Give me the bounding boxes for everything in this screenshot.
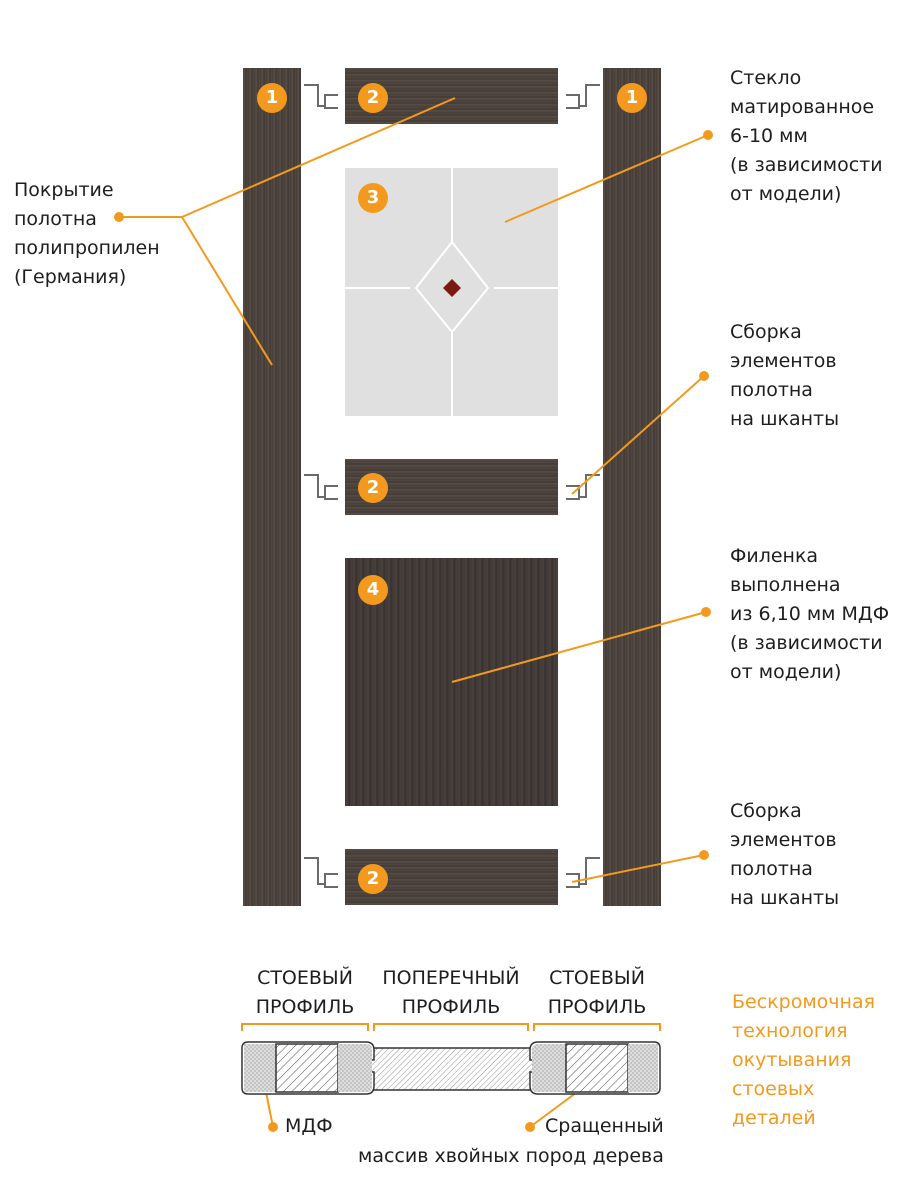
glass-pattern <box>345 168 558 416</box>
profile-title-line: ПОПЕРЕЧНЫЙ <box>382 967 520 989</box>
right-stile <box>603 68 661 906</box>
profile-title-line: ПРОФИЛЬ <box>255 996 355 1018</box>
stile-badge-left: 1 <box>257 83 287 113</box>
cross-section <box>241 1041 661 1095</box>
edgeless-tech-line: деталей <box>732 1107 816 1129</box>
left-profile-title: СТОЕВЫЙ ПРОФИЛЬ <box>242 964 368 1022</box>
spliced-label: Сращенный <box>545 1115 664 1137</box>
rail-badge-top: 2 <box>358 83 388 113</box>
panel-label: Филенка выполнена из 6,10 мм МДФ (в зави… <box>730 542 889 687</box>
glass-label-line: матированное <box>730 96 875 118</box>
profile-title-line: СТОЕВЫЙ <box>257 967 353 989</box>
glass-label: Стекло матированное 6-10 мм (в зависимос… <box>730 64 883 209</box>
profile-brackets <box>241 1023 661 1031</box>
spliced-label-2: массив хвойных пород дерева <box>358 1145 664 1167</box>
assembly-label-upper: Сборка элементов полотна на шканты <box>730 318 839 434</box>
panel-label-line: из 6,10 мм МДФ <box>730 603 890 625</box>
coating-label-line: полотна <box>14 208 97 230</box>
rail-badge-bottom: 2 <box>358 864 388 894</box>
glass-label-line: (в зависимости <box>730 154 883 176</box>
stile-badge-right: 1 <box>617 83 647 113</box>
glass-badge: 3 <box>358 183 388 213</box>
profile-title-line: ПРОФИЛЬ <box>547 996 647 1018</box>
edgeless-tech-line: стоевых <box>732 1078 815 1100</box>
dowel-connectors <box>304 84 600 888</box>
assembly-label-line: на шканты <box>730 408 840 430</box>
leader-lines <box>119 97 709 1128</box>
panel-label-line: от модели) <box>730 661 842 683</box>
edgeless-tech-line: технология <box>732 1020 848 1042</box>
assembly-label-line: Сборка <box>730 800 802 822</box>
assembly-label-line: на шканты <box>730 887 840 909</box>
assembly-label-line: элементов <box>730 829 837 851</box>
profile-title-line: СТОЕВЫЙ <box>549 967 645 989</box>
rail-badge-middle: 2 <box>358 473 388 503</box>
mdf-label: МДФ <box>285 1115 333 1137</box>
glass-label-line: от модели) <box>730 183 842 205</box>
glass-label-line: Стекло <box>730 67 802 89</box>
assembly-label-lower: Сборка элементов полотна на шканты <box>730 797 839 913</box>
right-profile-title: СТОЕВЫЙ ПРОФИЛЬ <box>534 964 660 1022</box>
assembly-label-line: Сборка <box>730 321 802 343</box>
coating-label-line: (Германия) <box>14 266 127 288</box>
panel-label-line: (в зависимости <box>730 632 883 654</box>
assembly-label-line: элементов <box>730 350 837 372</box>
assembly-label-line: полотна <box>730 858 813 880</box>
leader-dots <box>114 130 713 1132</box>
panel-label-line: Филенка <box>730 545 819 567</box>
glass-label-line: 6-10 мм <box>730 125 808 147</box>
edgeless-tech-label: Бескромочная технология окутывания стоев… <box>732 988 875 1133</box>
edgeless-tech-line: Бескромочная <box>732 991 876 1013</box>
profile-title-line: ПРОФИЛЬ <box>401 996 501 1018</box>
panel-label-line: выполнена <box>730 574 841 596</box>
middle-profile-title: ПОПЕРЕЧНЫЙ ПРОФИЛЬ <box>370 964 532 1022</box>
coating-label: Покрытие полотна полипропилен (Германия) <box>14 176 160 292</box>
coating-label-line: Покрытие <box>14 179 114 201</box>
coating-label-line: полипропилен <box>14 237 160 259</box>
assembly-label-line: полотна <box>730 379 813 401</box>
edgeless-tech-line: окутывания <box>732 1049 852 1071</box>
panel-badge: 4 <box>358 575 388 605</box>
left-stile <box>243 68 301 906</box>
glass-diamond <box>443 279 461 297</box>
